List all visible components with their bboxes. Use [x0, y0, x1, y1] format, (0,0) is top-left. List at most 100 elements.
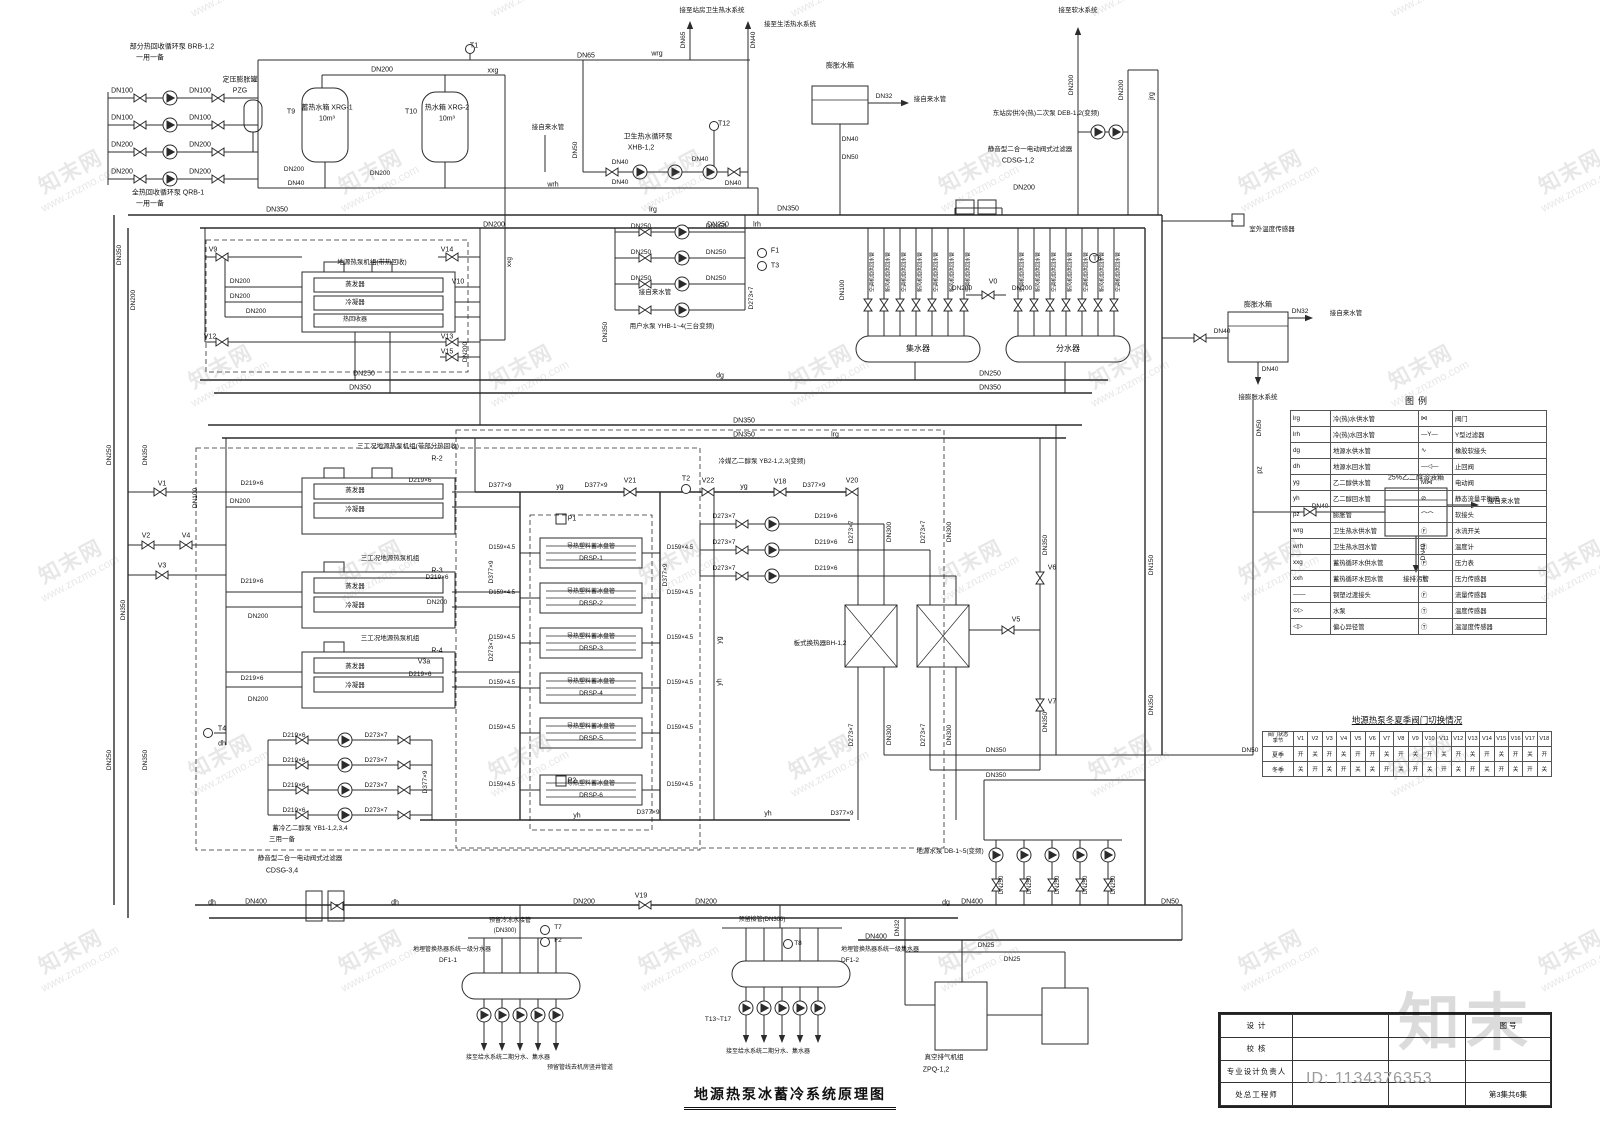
- valve-state: 开: [1421, 746, 1438, 762]
- legend-name: 钢塑过渡接头: [1330, 586, 1419, 603]
- legend-symbol: wrg: [1290, 522, 1331, 539]
- makeup-water-unit: [934, 981, 988, 1051]
- titleblock-cell: [1292, 1036, 1389, 1061]
- valve-season-label: 夏季: [1262, 746, 1294, 762]
- legend-name: 温度计: [1452, 538, 1547, 555]
- valve-state: 关: [1393, 761, 1409, 777]
- legend-name: Y型过滤器: [1452, 426, 1547, 443]
- valve-state: 开: [1378, 761, 1395, 777]
- valve-state: 开: [1450, 746, 1466, 762]
- ice-coil-drsp2: [539, 582, 643, 614]
- legend-name: 压力表: [1452, 554, 1547, 571]
- ice-coil-drsp3: [539, 627, 643, 659]
- pressure-point-p2: [555, 775, 567, 787]
- drawing-title: 地源热泵冰蓄冷系统原理图: [684, 1084, 896, 1110]
- valve-state: 关: [1407, 746, 1423, 762]
- legend-name: 地源水供水管: [1330, 442, 1419, 459]
- legend-symbol: xxg: [1290, 554, 1331, 571]
- valve-column-header: V8: [1393, 731, 1409, 747]
- site-id-watermark: ID: 1134376353: [1306, 1070, 1433, 1087]
- titleblock-cell: [1292, 1014, 1389, 1038]
- legend-name: 阀门: [1452, 410, 1547, 427]
- valve-state: 关: [1536, 761, 1553, 777]
- valve-state: 关: [1321, 761, 1337, 777]
- titleblock-role-label: 设 计: [1220, 1014, 1293, 1038]
- legend-name: 地源水回水管: [1330, 458, 1419, 475]
- pressure-tank-pzg: [243, 99, 263, 133]
- legend-name: 乙二醇供水管: [1330, 474, 1419, 491]
- legend-symbol: dg: [1290, 442, 1331, 459]
- valve-column-header: V15: [1493, 731, 1509, 747]
- valve-table-title: 地源热泵冬夏季阀门切换情况: [1351, 715, 1463, 725]
- legend-symbol: ⋈: [1418, 410, 1453, 427]
- main-pipe-buses: [113, 214, 1182, 941]
- legend-name: 冷(热)水供水管: [1330, 410, 1419, 427]
- water-distributor: [1005, 335, 1131, 363]
- valve-state: 关: [1421, 761, 1438, 777]
- ground-loop-collector-df12: [731, 960, 851, 988]
- valve-state: 开: [1307, 761, 1323, 777]
- valve-state: 开: [1507, 746, 1524, 762]
- valve-state: 开: [1522, 761, 1538, 777]
- outdoor-temp-sensor: [1231, 213, 1245, 227]
- vacuum-degasser-zpq: [1041, 987, 1089, 1045]
- legend-name: 橡胶软接头: [1452, 442, 1547, 459]
- legend-symbol: Ⓣ: [1418, 602, 1453, 619]
- ice-coil-drsp1: [539, 537, 643, 569]
- valve-state: 开: [1464, 761, 1481, 777]
- filter-cdsg34-b: [327, 890, 345, 922]
- legend-symbol: pz: [1290, 506, 1331, 523]
- valve-season-row: 夏季开关开关开开关开关开关开关开关开关开: [1262, 746, 1553, 762]
- plate-heat-exchanger-2: [916, 604, 970, 668]
- valve-season-label: 冬季: [1262, 761, 1294, 777]
- legend-symbol: ⊙▷: [1290, 602, 1331, 619]
- legend-name: 乙二醇回水管: [1330, 490, 1419, 507]
- valve-column-header: V1: [1292, 731, 1309, 747]
- valve-column-header: V17: [1522, 731, 1538, 747]
- valve-state: 关: [1493, 746, 1509, 762]
- titleblock-role-label: 校 核: [1220, 1036, 1293, 1061]
- valve-state: 开: [1335, 761, 1352, 777]
- valve-column-header: V12: [1450, 731, 1466, 747]
- ice-coil-drsp4: [539, 672, 643, 704]
- valve-column-header: V10: [1421, 731, 1438, 747]
- legend-symbol: lrh: [1290, 426, 1331, 443]
- expansion-tank-1: [811, 85, 869, 125]
- heat-pump-unit-top: [301, 271, 456, 333]
- legend-symbol: Ⓕ: [1418, 522, 1453, 539]
- titleblock-cell: 第3集共6集: [1465, 1082, 1551, 1106]
- valve-state: 关: [1292, 761, 1309, 777]
- valve-symbols: [133, 93, 1317, 911]
- legend-symbol: ◁▷: [1290, 618, 1331, 635]
- legend-symbol: —Y—: [1418, 426, 1453, 443]
- titleblock-role-label: 专业设计负责人: [1220, 1059, 1293, 1084]
- legend-symbol: ⊘: [1418, 490, 1453, 507]
- valve-column-header: V5: [1350, 731, 1366, 747]
- valve-state: 开: [1493, 761, 1509, 777]
- valve-state: 关: [1364, 761, 1380, 777]
- valve-column-header: V6: [1364, 731, 1380, 747]
- legend-symbol: Ⓟ: [1418, 554, 1453, 571]
- legend-name: 软接头: [1452, 506, 1547, 523]
- heat-pump-unit-r3: [301, 571, 456, 629]
- filter-cdsg34-a: [305, 890, 323, 922]
- valve-state: 开: [1536, 746, 1553, 762]
- legend-name: 止回阀: [1452, 458, 1547, 475]
- legend-name: 压力传感器: [1452, 570, 1547, 587]
- water-collector: [855, 335, 981, 363]
- legend-symbol: Ⓟ: [1418, 570, 1453, 587]
- filter-cdsg12-b: [977, 199, 997, 215]
- valve-season-row: 冬季关开关开关关开关开关开关开关开关开关: [1262, 761, 1553, 777]
- valve-state: 关: [1522, 746, 1538, 762]
- valve-state: 开: [1292, 746, 1309, 762]
